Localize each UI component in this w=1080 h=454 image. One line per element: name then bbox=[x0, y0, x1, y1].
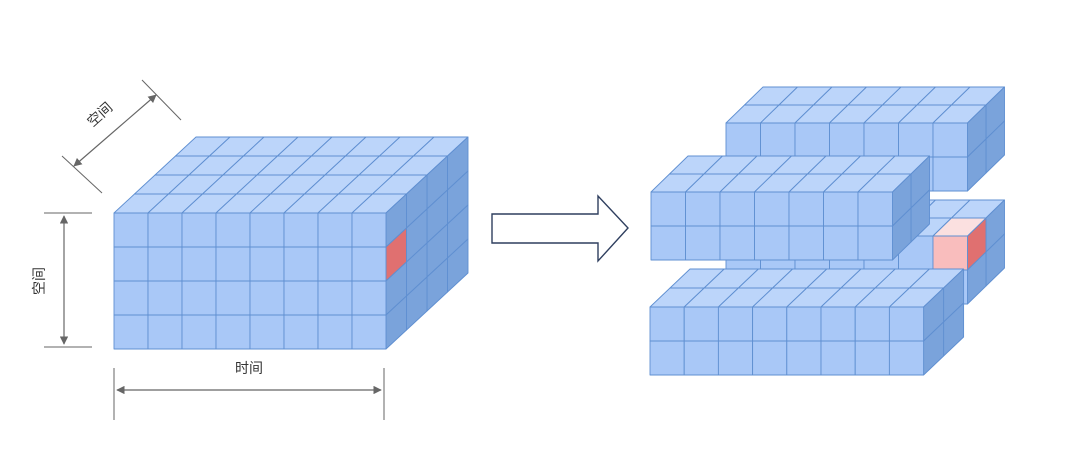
voxel-front bbox=[215, 212, 251, 248]
voxel-front bbox=[249, 280, 285, 316]
voxel-front bbox=[215, 314, 251, 350]
voxel-front bbox=[820, 306, 856, 342]
voxel-front bbox=[351, 246, 387, 282]
voxel-front bbox=[113, 246, 149, 282]
width-axis-label: 时间 bbox=[235, 361, 263, 377]
voxel-front bbox=[181, 280, 217, 316]
voxel-front bbox=[760, 122, 796, 158]
voxel-front bbox=[754, 191, 790, 227]
transform-arrow bbox=[491, 194, 629, 263]
voxel-front bbox=[249, 314, 285, 350]
voxel-front bbox=[717, 306, 754, 342]
voxel-front bbox=[857, 225, 893, 261]
voxel-front bbox=[147, 280, 183, 316]
voxel-front bbox=[283, 212, 319, 248]
voxel-front bbox=[820, 340, 856, 376]
voxel-front bbox=[215, 246, 251, 282]
voxel-front bbox=[249, 212, 285, 248]
voxel-front bbox=[685, 225, 721, 261]
voxel-front bbox=[181, 314, 217, 350]
voxel-front bbox=[685, 191, 721, 227]
voxel-front bbox=[794, 122, 830, 158]
block-front-lower bbox=[649, 268, 965, 376]
depth-axis-label: 空间 bbox=[85, 100, 117, 131]
voxel-front bbox=[351, 212, 387, 248]
voxel-front bbox=[754, 225, 790, 261]
full-video-block bbox=[113, 136, 469, 350]
voxel-grid-full bbox=[113, 136, 469, 350]
voxel-front bbox=[932, 122, 968, 158]
voxel-front bbox=[317, 314, 353, 350]
voxel-front bbox=[317, 280, 353, 316]
voxel-front bbox=[317, 246, 353, 282]
voxel-front bbox=[786, 306, 822, 342]
voxel-front bbox=[649, 306, 685, 342]
voxel-front bbox=[249, 246, 285, 282]
voxel-front bbox=[898, 122, 934, 158]
voxel-front bbox=[317, 212, 353, 248]
voxel-front bbox=[650, 191, 686, 227]
voxel-front bbox=[932, 156, 968, 192]
voxel-front bbox=[683, 340, 719, 376]
voxel-front bbox=[649, 340, 685, 376]
voxel-front bbox=[215, 280, 251, 316]
height-axis-label: 空间 bbox=[32, 267, 48, 295]
voxel-front bbox=[823, 191, 859, 227]
voxel-front bbox=[788, 191, 824, 227]
voxel-top-highlight bbox=[932, 217, 987, 237]
voxel-front bbox=[719, 225, 755, 261]
voxel-front bbox=[752, 306, 788, 342]
voxel-front bbox=[113, 314, 149, 350]
voxel-front bbox=[650, 225, 686, 261]
voxel-front bbox=[854, 306, 890, 342]
voxel-front bbox=[181, 246, 217, 282]
voxel-front bbox=[283, 280, 319, 316]
voxel-front bbox=[283, 314, 319, 350]
voxel-front bbox=[888, 306, 925, 342]
split-video-blocks bbox=[649, 86, 1005, 376]
voxel-front bbox=[351, 280, 387, 316]
voxel-front bbox=[147, 212, 183, 248]
voxel-front bbox=[113, 212, 149, 248]
voxel-front bbox=[283, 246, 319, 282]
voxel-front bbox=[147, 314, 183, 350]
voxel-front bbox=[719, 191, 755, 227]
voxel-front bbox=[786, 340, 822, 376]
voxel-front bbox=[854, 340, 890, 376]
voxel-front bbox=[829, 122, 865, 158]
voxel-front bbox=[932, 235, 968, 271]
voxel-front bbox=[752, 340, 788, 376]
block-front-upper bbox=[650, 155, 930, 261]
voxel-front bbox=[823, 225, 859, 261]
voxel-front bbox=[863, 122, 899, 158]
width-axis-annotation: 时间 bbox=[113, 361, 385, 420]
voxel-front bbox=[181, 212, 217, 248]
voxel-front bbox=[717, 340, 754, 376]
voxel-front bbox=[788, 225, 824, 261]
voxel-front bbox=[147, 246, 183, 282]
height-axis-annotation: 空间 bbox=[32, 212, 92, 348]
voxel-front bbox=[725, 122, 761, 158]
voxel-front bbox=[351, 314, 387, 350]
voxel-front bbox=[857, 191, 893, 227]
voxel-front bbox=[113, 280, 149, 316]
voxel-front bbox=[683, 306, 719, 342]
voxel-front bbox=[888, 340, 925, 376]
